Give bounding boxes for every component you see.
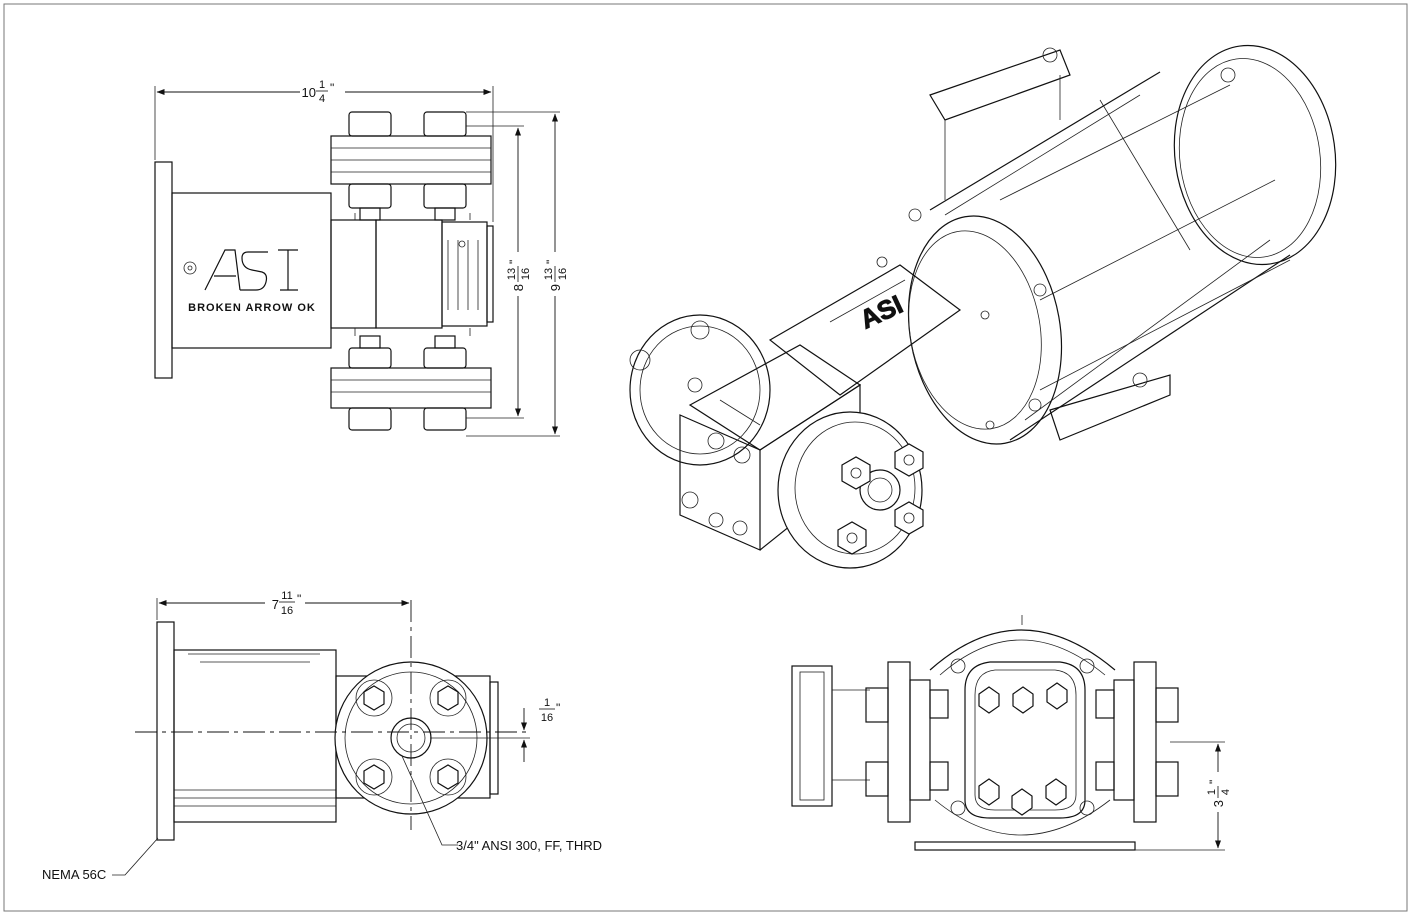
- svg-text:11: 11: [281, 590, 292, 602]
- svg-text:": ": [507, 260, 521, 264]
- port-callout: 3/4" ANSI 300, FF, THRD: [456, 838, 602, 853]
- asi-logo-iso: ASI: [855, 289, 907, 335]
- svg-text:8: 8: [511, 284, 526, 291]
- isometric-view: ASI: [629, 44, 1337, 569]
- dim-side-offset: 1 16 ": [539, 697, 560, 724]
- dim-overall-length: 10 1 4 ": [302, 79, 335, 105]
- svg-text:9: 9: [548, 284, 563, 291]
- asi-logo-top: [183, 249, 298, 291]
- svg-text:10: 10: [302, 85, 316, 100]
- svg-text:4: 4: [1220, 789, 1232, 795]
- svg-text:16: 16: [520, 268, 532, 280]
- svg-text:16: 16: [281, 605, 293, 617]
- dim-bolt-span: 8 13 16 ": [506, 260, 532, 292]
- end-view: 3 1 4 ": [791, 615, 1232, 851]
- svg-text:16: 16: [541, 712, 553, 724]
- svg-text:1: 1: [1206, 789, 1218, 795]
- svg-text:4: 4: [319, 93, 325, 105]
- svg-text:": ": [1207, 780, 1221, 784]
- svg-text:13: 13: [543, 268, 555, 280]
- brand-name-text: BROKEN ARROW OK: [188, 302, 316, 314]
- top-view: BROKEN ARROW OK: [154, 79, 569, 437]
- side-view: 7 11 16 " 1 16 " 3/4" ANSI 300, FF, THRD…: [42, 590, 602, 882]
- motor-callout: NEMA 56C: [42, 867, 106, 882]
- dim-flange-span: 9 13 16 ": [543, 260, 569, 292]
- lower-flange: [330, 335, 492, 431]
- svg-text:": ": [297, 592, 301, 606]
- dim-side-length: 7 11 16 ": [272, 590, 302, 617]
- svg-text:": ": [544, 260, 558, 264]
- svg-text:16: 16: [557, 268, 569, 280]
- dim-end-height: 3 1 4 ": [1206, 780, 1232, 808]
- upper-flange: [330, 111, 492, 221]
- svg-text:1: 1: [544, 697, 550, 709]
- sheet-border: [3, 3, 1408, 912]
- side-flange-bolts: [355, 679, 467, 796]
- svg-text:": ": [556, 701, 560, 715]
- svg-text:13: 13: [506, 268, 518, 280]
- svg-text:7: 7: [272, 597, 279, 612]
- svg-text:1: 1: [319, 79, 325, 91]
- svg-text:3: 3: [1211, 800, 1226, 807]
- svg-text:": ": [330, 81, 334, 95]
